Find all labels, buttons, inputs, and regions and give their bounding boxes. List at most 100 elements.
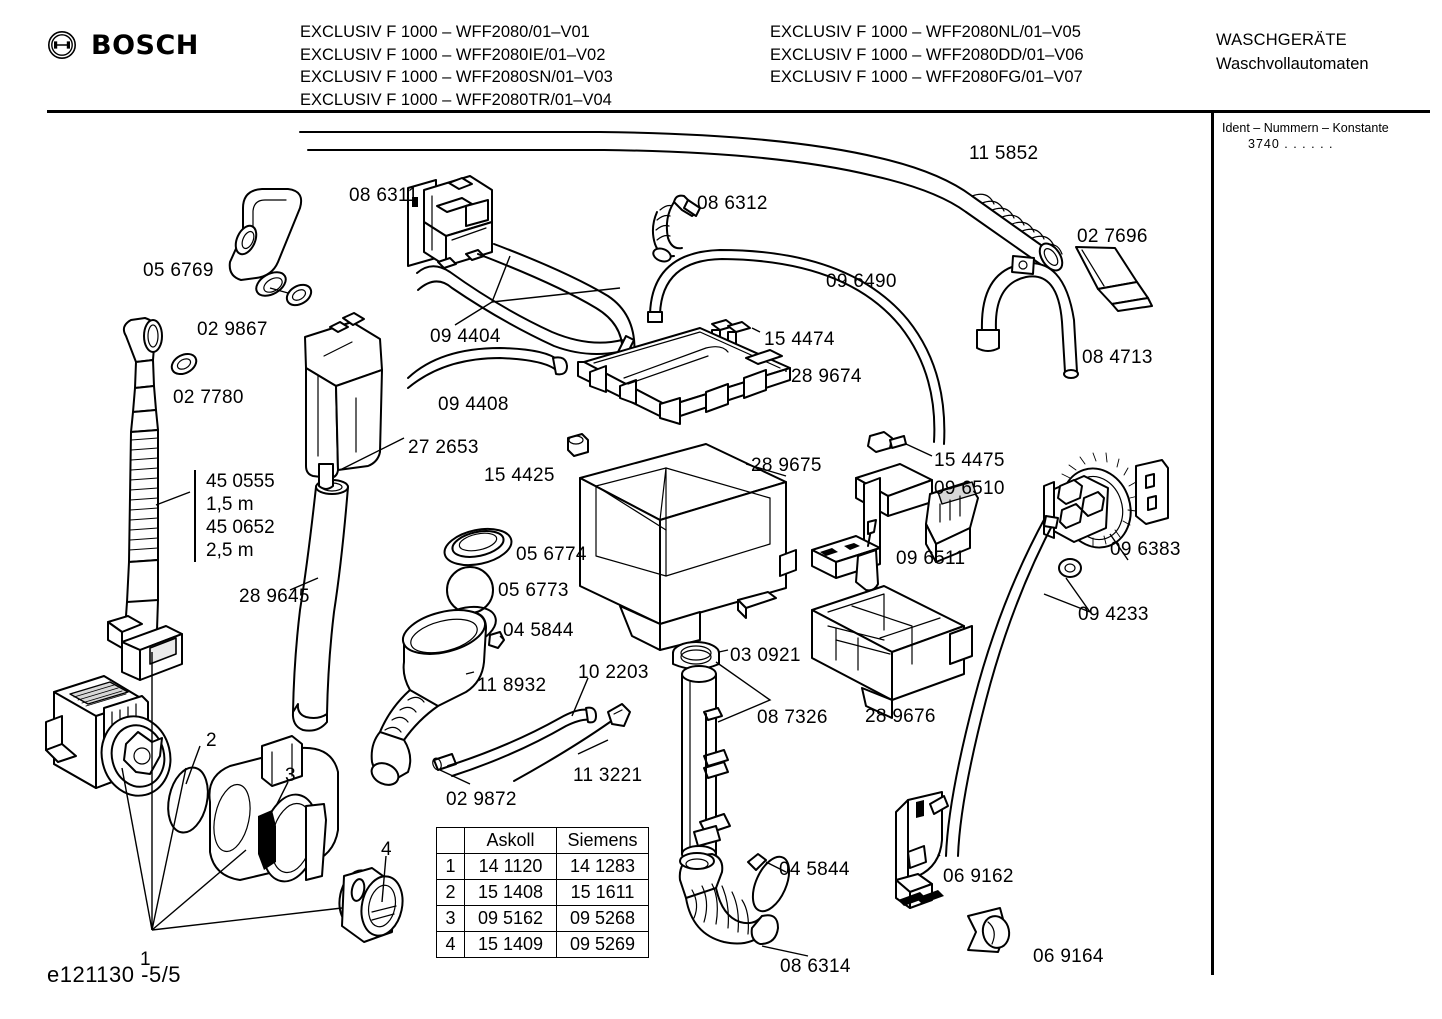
part-oring-029867 (269, 283, 313, 307)
part-number-069164: 06 9164 (1033, 946, 1104, 967)
vertical-divider-rule (1211, 113, 1214, 975)
model-line: EXCLUSIV F 1000 – WFF2080FG/01–V07 (770, 68, 1083, 86)
part-number-113221: 11 3221 (573, 765, 643, 786)
part-number-289675: 28 9675 (751, 455, 822, 476)
model-line: EXCLUSIV F 1000 – WFF2080SN/01–V03 (300, 68, 613, 86)
hose-length-label: 45 0555 1,5 m 45 0652 2,5 m (194, 470, 275, 562)
drawing-sheet-code: e121130 -5/5 (47, 962, 182, 987)
row-siemens: 15 1611 (556, 879, 649, 906)
table-row: 2 15 1408 15 1611 (436, 879, 649, 906)
part-number-102203: 10 2203 (578, 662, 649, 683)
row-askoll: 14 1120 (464, 853, 557, 880)
model-list-left: EXCLUSIV F 1000 – WFF2080/01–V01 EXCLUSI… (300, 21, 613, 111)
part-number-027696: 02 7696 (1077, 226, 1148, 247)
hose-length-line: 1,5 m (206, 494, 254, 515)
part-number-154474: 15 4474 (764, 329, 835, 350)
part-number-115852: 11 5852 (969, 143, 1039, 164)
part-hose-102203 (447, 677, 597, 777)
model-line: EXCLUSIV F 1000 – WFF2080NL/01–V05 (770, 23, 1081, 41)
table-header-index (436, 827, 465, 854)
supplier-comparison-table: Askoll Siemens 1 14 1120 14 1283 2 15 14… (436, 827, 649, 958)
part-pump-assembly (45, 615, 404, 943)
part-number-094404: 09 4404 (430, 326, 501, 347)
ident-title: Ident – Nummern – Konstante (1222, 121, 1389, 135)
part-number-154425: 15 4425 (484, 465, 555, 486)
part-drawer-housing-289675 (579, 443, 797, 651)
product-category: WASCHGERÄTE Waschvollautomaten (1216, 28, 1369, 76)
part-elbow-hose-056769 (228, 188, 303, 297)
part-number-094408: 09 4408 (438, 394, 509, 415)
callout-number-1: 1 (140, 949, 151, 970)
part-number-086314: 08 6314 (780, 956, 851, 977)
hose-length-line: 45 0555 (206, 471, 275, 492)
part-number-289674: 28 9674 (791, 366, 862, 387)
row-askoll: 15 1408 (464, 879, 557, 906)
callout-number-4: 4 (381, 839, 392, 860)
table-row: 3 09 5162 09 5268 (436, 905, 649, 932)
row-index: 1 (436, 853, 465, 880)
part-hose-094408 (407, 347, 568, 389)
bosch-armature-logo-icon (47, 30, 77, 60)
category-main: WASCHGERÄTE (1216, 31, 1347, 49)
part-elbow-086312 (651, 194, 701, 263)
part-number-272653: 27 2653 (408, 437, 479, 458)
part-oring-027780 (170, 352, 198, 376)
part-drawer-lid-289674 (577, 327, 791, 425)
part-nipple-029872 (432, 753, 471, 785)
part-drain-hose-115852 (299, 131, 1064, 272)
part-number-045844a: 04 5844 (503, 620, 574, 641)
ident-numbers-block: Ident – Nummern – Konstante 3740 . . . .… (1222, 120, 1432, 152)
page-header: BOSCH EXCLUSIV F 1000 – WFF2080/01–V01 E… (0, 0, 1442, 112)
part-number-084713: 08 4713 (1082, 347, 1153, 368)
hose-length-line: 2,5 m (206, 540, 254, 561)
part-number-045844b: 04 5844 (779, 859, 850, 880)
bosch-logo: BOSCH (47, 30, 199, 60)
part-number-029872: 02 9872 (446, 789, 517, 810)
category-sub: Waschvollautomaten (1216, 55, 1369, 73)
part-seal-056774 (443, 527, 513, 567)
part-bellows-hose-118932 (370, 609, 487, 786)
header-divider-rule (47, 110, 1430, 113)
row-index: 4 (436, 931, 465, 958)
row-siemens: 09 5268 (556, 905, 649, 932)
part-drawer-insert-289676 (811, 585, 973, 719)
part-bracket-069162 (895, 791, 949, 909)
bosch-wordmark: BOSCH (91, 29, 199, 61)
row-askoll: 15 1409 (464, 931, 557, 958)
part-number-096511: 09 6511 (896, 548, 966, 569)
model-list-right: EXCLUSIV F 1000 – WFF2080NL/01–V05 EXCLU… (770, 21, 1084, 89)
part-cabletie-113221 (513, 703, 631, 782)
part-clamp-045844-lower (747, 853, 791, 913)
part-number-029867: 02 9867 (197, 319, 268, 340)
table-header-row: Askoll Siemens (436, 827, 649, 854)
part-tank-272653 (304, 312, 405, 490)
part-connector-027696 (1075, 246, 1153, 312)
part-number-086311: 08 6311 (349, 185, 419, 206)
callout-number-2: 2 (206, 730, 217, 751)
part-number-027780: 02 7780 (173, 387, 244, 408)
part-number-087326: 08 7326 (757, 707, 828, 728)
part-elbow-086314 (678, 852, 809, 957)
callout-number-3: 3 (285, 765, 296, 786)
part-valve-086311 (407, 175, 493, 269)
part-grommet-094233 (945, 515, 1091, 857)
part-number-289645: 28 9645 (239, 586, 310, 607)
part-number-056774: 05 6774 (516, 544, 587, 565)
part-number-030921: 03 0921 (730, 645, 801, 666)
part-number-154475: 15 4475 (934, 450, 1005, 471)
table-row: 1 14 1120 14 1283 (436, 853, 649, 880)
row-index: 3 (436, 905, 465, 932)
ident-value: 3740 . . . . . . (1248, 137, 1334, 151)
part-number-086312: 08 6312 (697, 193, 768, 214)
table-header-askoll: Askoll (464, 827, 557, 854)
table-header-siemens: Siemens (556, 827, 649, 854)
part-number-094233: 09 4233 (1078, 604, 1149, 625)
row-askoll: 09 5162 (464, 905, 557, 932)
part-inlet-hose-450555 (122, 317, 191, 631)
part-number-096383: 09 6383 (1110, 539, 1181, 560)
part-damper-069164 (967, 907, 1011, 953)
model-line: EXCLUSIV F 1000 – WFF2080IE/01–V02 (300, 45, 606, 64)
model-line: EXCLUSIV F 1000 – WFF2080TR/01–V04 (300, 90, 612, 109)
